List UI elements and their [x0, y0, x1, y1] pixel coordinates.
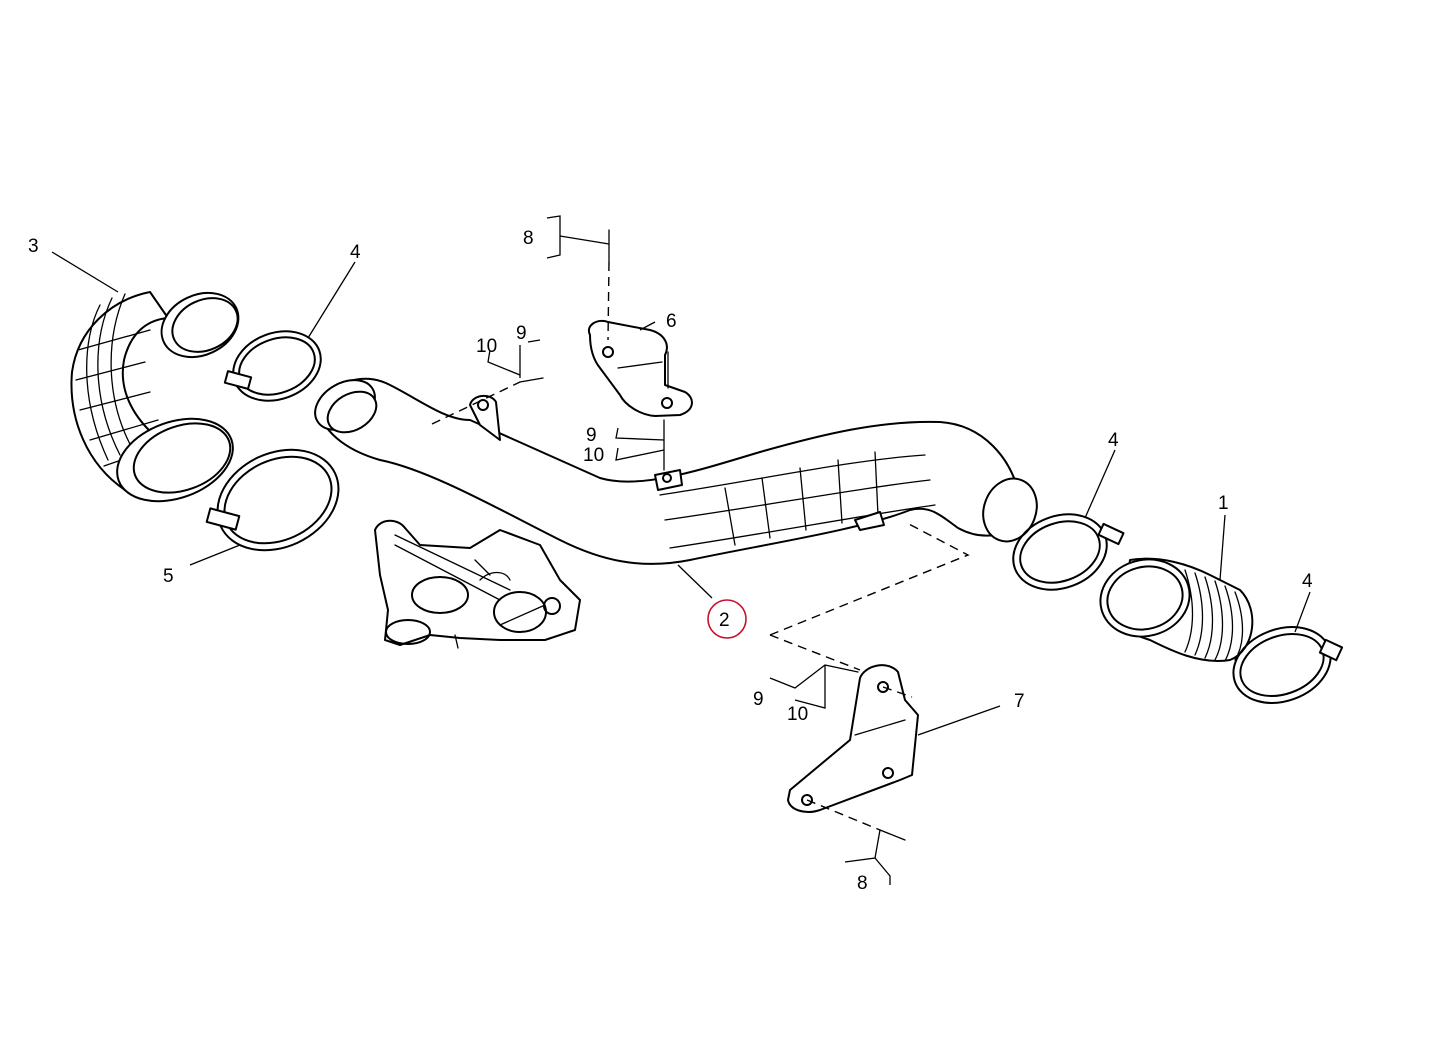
- lower-bracket-part: [787, 664, 919, 813]
- bellows-hose-part: [1099, 557, 1254, 662]
- callout-10-middle: 10: [583, 445, 604, 466]
- callout-10-lower: 10: [787, 704, 808, 725]
- charge-air-pipe-part: [314, 377, 1038, 565]
- callout-4-right-middle: 4: [1108, 430, 1119, 451]
- turbocharger-context: [374, 519, 581, 649]
- hose-clamp-right-lower: [1232, 626, 1344, 704]
- callout-4-left: 4: [350, 242, 361, 263]
- callout-7: 7: [1014, 691, 1025, 712]
- callout-4-right-lower: 4: [1302, 571, 1313, 592]
- hose-clamp-left-top: [223, 330, 322, 402]
- callout-1: 1: [1218, 493, 1229, 514]
- elbow-hose-part: [70, 291, 240, 503]
- hose-clamp-right-middle: [1012, 513, 1125, 591]
- highlight-circle-callout-2: [707, 599, 747, 639]
- callout-5: 5: [163, 566, 174, 587]
- callout-8-bottom: 8: [857, 873, 868, 894]
- callout-labels: 1 2 3 4 4 4 5 6 7 8 8 9 9 9 10 10 10: [28, 228, 1313, 894]
- callout-3: 3: [28, 236, 39, 257]
- leader-lines: [51, 215, 1311, 885]
- callout-6: 6: [666, 311, 677, 332]
- callout-9-lower: 9: [753, 689, 764, 710]
- callout-9-upper-left: 9: [516, 323, 527, 344]
- callout-8-top: 8: [523, 228, 534, 249]
- callout-10-upper-left: 10: [476, 336, 497, 357]
- callout-9-middle: 9: [586, 425, 597, 446]
- callout-2: 2: [719, 610, 730, 631]
- hose-clamp-large: [205, 448, 340, 552]
- fasteners: [431, 229, 970, 841]
- upper-bracket-part: [587, 319, 693, 417]
